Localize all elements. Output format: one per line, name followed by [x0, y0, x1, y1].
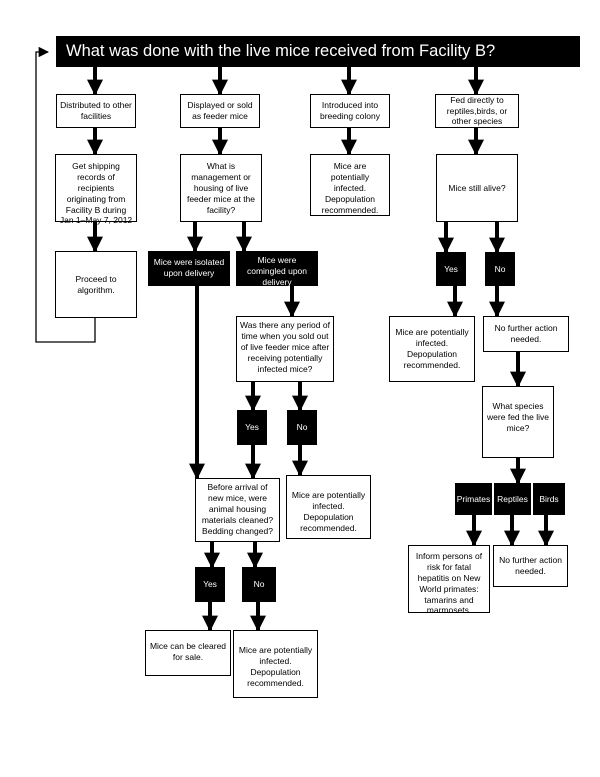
infected-soldout-box: Mice are potentially infected. Depopulat…	[286, 475, 371, 539]
cleaned-question-box: Before arrival of new mice, were animal …	[195, 478, 280, 542]
isolated-box: Mice were isolated upon delivery	[148, 251, 230, 286]
management-question-box: What is management or housing of live fe…	[180, 154, 262, 222]
yes-soldout-badge: Yes	[237, 410, 267, 445]
introduced-box: Introduced into breeding colony	[310, 94, 390, 128]
no-further-action-box-1: No further action needed.	[483, 316, 569, 352]
infected-cleaned-box: Mice are potentially infected. Depopulat…	[233, 630, 318, 698]
birds-badge: Birds	[533, 483, 565, 515]
main-question: What was done with the live mice receive…	[56, 36, 580, 67]
still-alive-question-box: Mice still alive?	[436, 154, 518, 222]
primates-badge: Primates	[455, 483, 492, 515]
distributed-box: Distributed to other facilities	[56, 94, 136, 128]
no-further-action-box-2: No further action needed.	[493, 545, 568, 587]
no-alive-badge: No	[485, 252, 515, 286]
no-soldout-badge: No	[287, 410, 317, 445]
hepatitis-warning-box: Inform persons of risk for fatal hepatit…	[408, 545, 490, 615]
fed-box: Fed directly to reptiles,birds, or other…	[435, 94, 519, 128]
species-question-box: What species were fed the live mice?	[482, 386, 554, 458]
comingled-box: Mice were comingled upon delivery	[236, 251, 318, 287]
yes-alive-badge: Yes	[436, 252, 466, 286]
cleared-for-sale-box: Mice can be cleared for sale.	[145, 630, 231, 676]
proceed-algorithm-box: Proceed to algorithm.	[55, 251, 137, 318]
yes-cleaned-badge: Yes	[195, 567, 225, 602]
shipping-records-box: Get shipping records of recipients origi…	[55, 154, 137, 225]
infected-colony-box: Mice are potentially infected. Depopulat…	[310, 154, 390, 216]
displayed-box: Displayed or sold as feeder mice	[180, 94, 260, 128]
infected-alive-box: Mice are potentially infected. Depopulat…	[389, 316, 475, 382]
sold-out-question-box: Was there any period of time when you so…	[236, 316, 334, 382]
reptiles-badge: Reptiles	[494, 483, 531, 515]
no-cleaned-badge: No	[242, 567, 276, 602]
